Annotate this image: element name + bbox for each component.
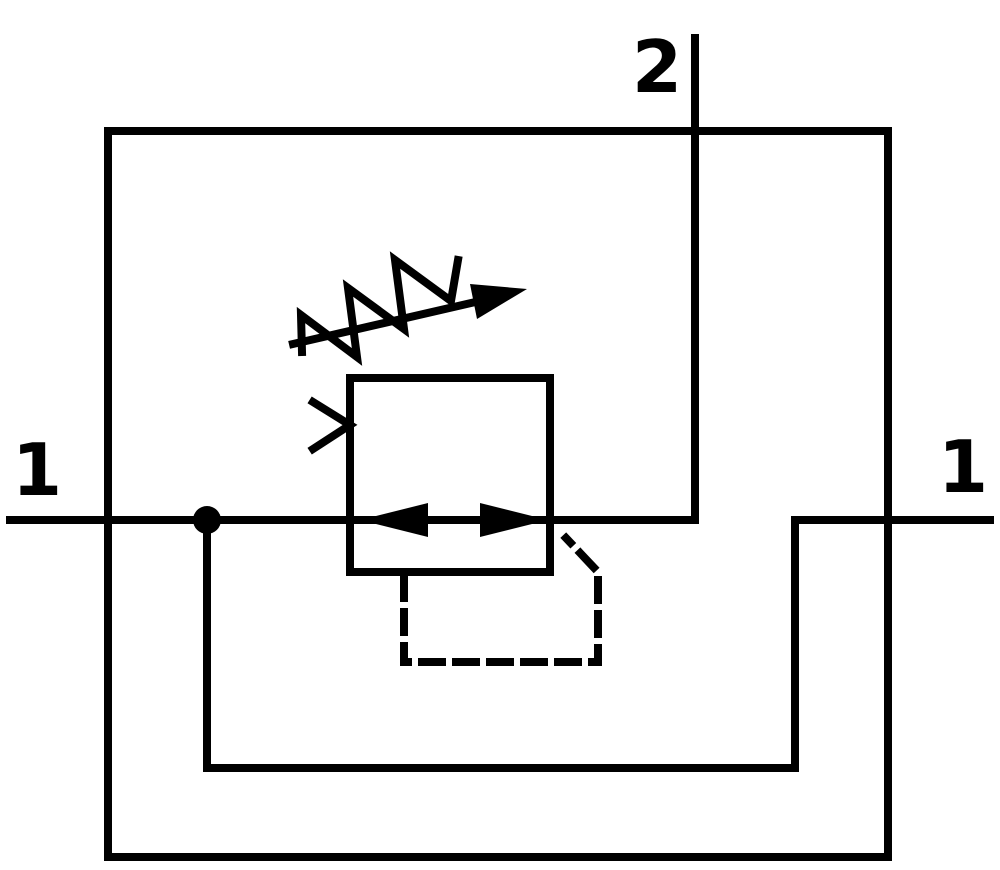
port-1-right-label: 1	[938, 425, 988, 509]
schematic-fills	[193, 284, 548, 537]
spring-adjustment-arrowhead-icon	[470, 284, 527, 319]
junction-dot	[193, 506, 221, 534]
port-1-left-label: 1	[12, 428, 62, 512]
port-2-label: 2	[632, 25, 682, 109]
adjustment-spring	[296, 251, 463, 366]
flow-arrow-right-icon	[480, 503, 548, 537]
feedback-line	[203, 516, 799, 772]
pilot-actuator-arrow	[307, 396, 358, 455]
schematic-strokes	[6, 34, 994, 861]
flow-arrow-left-icon	[360, 503, 428, 537]
spring-adjustment-arrow-shaft	[288, 295, 489, 349]
enclosure-outline	[104, 127, 892, 861]
valve-body	[346, 374, 554, 576]
pilot-line-dashed	[400, 532, 602, 666]
port-labels: 2 1 1	[12, 25, 988, 512]
